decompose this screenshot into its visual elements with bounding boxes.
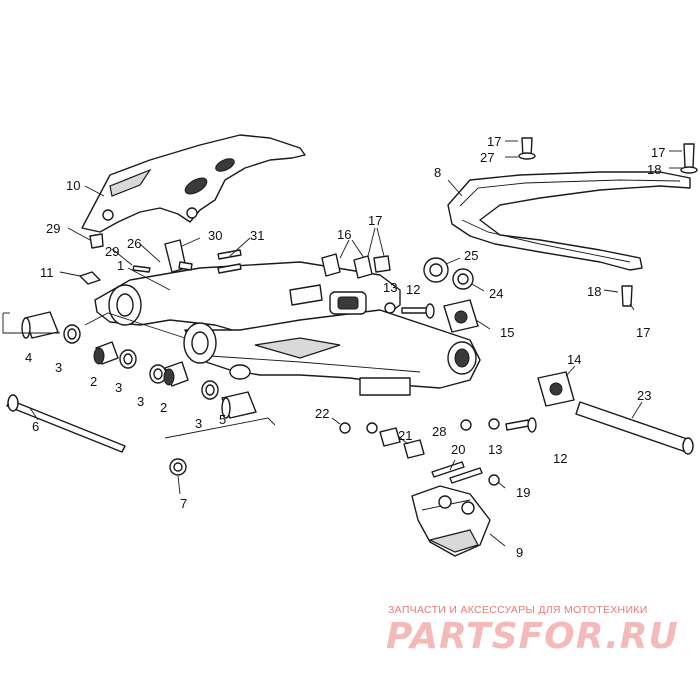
callout-28: 28 xyxy=(432,424,446,439)
callout-17a: 17 xyxy=(368,213,382,228)
swingarm-part xyxy=(94,261,481,396)
hardware-right xyxy=(321,137,698,557)
callout-2b: 2 xyxy=(160,400,167,415)
callout-7: 7 xyxy=(180,496,187,511)
callout-14: 14 xyxy=(567,352,581,367)
callout-9: 9 xyxy=(516,545,523,560)
callout-3b: 3 xyxy=(115,380,122,395)
callout-21: 21 xyxy=(398,428,412,443)
callout-15: 15 xyxy=(500,325,514,340)
callout-19: 19 xyxy=(516,485,530,500)
callout-6: 6 xyxy=(32,419,39,434)
callout-18b: 18 xyxy=(587,284,601,299)
callout-29b: 29 xyxy=(105,244,119,259)
watermark-caption: ЗАПЧАСТИ И АКСЕССУАРЫ ДЛЯ МОТОТЕХНИКИ xyxy=(388,604,648,616)
callout-18a: 18 xyxy=(647,162,661,177)
callout-16: 16 xyxy=(337,227,351,242)
callout-4: 4 xyxy=(25,350,32,365)
callout-12a: 12 xyxy=(406,282,420,297)
callout-27: 27 xyxy=(480,150,494,165)
chain-guard-part xyxy=(81,134,306,233)
callout-17d: 17 xyxy=(636,325,650,340)
callout-3c: 3 xyxy=(137,394,144,409)
callout-31: 31 xyxy=(250,228,264,243)
callout-10: 10 xyxy=(66,178,80,193)
callout-25: 25 xyxy=(464,248,478,263)
callout-13a: 13 xyxy=(383,280,397,295)
leader-lines xyxy=(2,140,682,547)
callout-12b: 12 xyxy=(553,451,567,466)
callout-1: 1 xyxy=(117,258,124,273)
callout-13b: 13 xyxy=(488,442,502,457)
callout-3a: 3 xyxy=(55,360,62,375)
callout-30: 30 xyxy=(208,228,222,243)
callout-5: 5 xyxy=(219,412,226,427)
callout-29a: 29 xyxy=(46,221,60,236)
callout-23: 23 xyxy=(637,388,651,403)
watermark-logo: PARTSFOR.RU xyxy=(386,616,679,657)
callout-11: 11 xyxy=(40,265,54,280)
callout-8: 8 xyxy=(434,165,441,180)
callout-17c: 17 xyxy=(651,145,665,160)
callout-20: 20 xyxy=(451,442,465,457)
callout-2a: 2 xyxy=(90,374,97,389)
callout-labels: 1 2 2 3 3 3 3 4 5 6 7 8 9 10 11 12 12 13… xyxy=(25,134,665,560)
hardware-left xyxy=(6,233,257,476)
callout-24: 24 xyxy=(489,286,503,301)
callout-26: 26 xyxy=(127,236,141,251)
callout-3d: 3 xyxy=(195,416,202,431)
chain-slider-part xyxy=(447,171,691,271)
callout-17b: 17 xyxy=(487,134,501,149)
callout-22: 22 xyxy=(315,406,329,421)
